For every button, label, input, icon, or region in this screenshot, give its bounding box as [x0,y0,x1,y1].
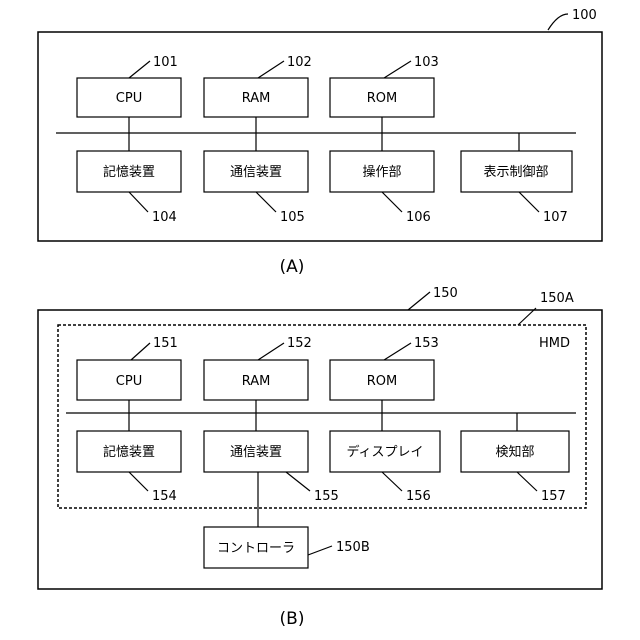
leader-156 [382,472,402,491]
hmd-label: HMD [539,336,570,351]
ref-150b: 150B [336,540,370,555]
ref-107: 107 [543,210,568,225]
leader-105 [256,192,276,212]
ref-150a: 150A [540,291,574,306]
leader-153 [384,343,411,360]
detector-label-b: 検知部 [495,444,534,460]
rom-label-b: ROM [367,374,397,389]
figure-b: 150 150A HMD CPU 151 RAM 152 ROM 153 記憶装… [38,286,602,629]
ref-156: 156 [406,489,431,504]
leader-157 [517,472,537,491]
ref-100: 100 [572,8,597,23]
leader-106 [382,192,402,212]
ref-157: 157 [541,489,566,504]
ref-105: 105 [280,210,305,225]
storage-label-b: 記憶装置 [103,444,155,460]
ref-101: 101 [153,55,178,70]
ref-104: 104 [152,210,177,225]
ref-153: 153 [414,336,439,351]
storage-label-a: 記憶装置 [103,164,155,180]
display-label-b: ディスプレイ [346,444,423,460]
ref-155: 155 [314,489,339,504]
leader-154 [129,472,148,491]
display-ctrl-label-a: 表示制御部 [483,165,548,180]
ref-106: 106 [406,210,431,225]
ref-102: 102 [287,55,312,70]
operation-label-a: 操作部 [362,164,401,180]
device-100-frame [38,32,602,241]
leader-104 [129,192,148,212]
ref-151: 151 [153,336,178,351]
leader-102 [258,61,284,78]
leader-150b [308,546,332,555]
comm-label-b: 通信装置 [230,445,282,460]
leader-101 [129,61,150,78]
ref-154: 154 [152,489,177,504]
ref-103: 103 [414,55,439,70]
caption-b: (B) [280,609,305,629]
comm-label-a: 通信装置 [230,165,282,180]
cpu-label-b: CPU [116,374,142,389]
leader-150 [408,292,430,310]
rom-label-a: ROM [367,91,397,106]
caption-a: (A) [280,257,305,277]
ram-label-b: RAM [242,374,271,389]
leader-155 [286,472,310,491]
controller-label: コントローラ [217,541,295,556]
figure-a: 100 CPU 101 RAM 102 ROM 103 記憶装置 104 通信装… [38,8,602,277]
leader-151 [131,343,150,360]
ram-label-a: RAM [242,91,271,106]
leader-152 [258,343,284,360]
cpu-label-a: CPU [116,91,142,106]
leader-107 [519,192,539,212]
leader-100 [548,14,568,30]
leader-103 [384,61,411,78]
ref-150: 150 [433,286,458,301]
ref-152: 152 [287,336,312,351]
